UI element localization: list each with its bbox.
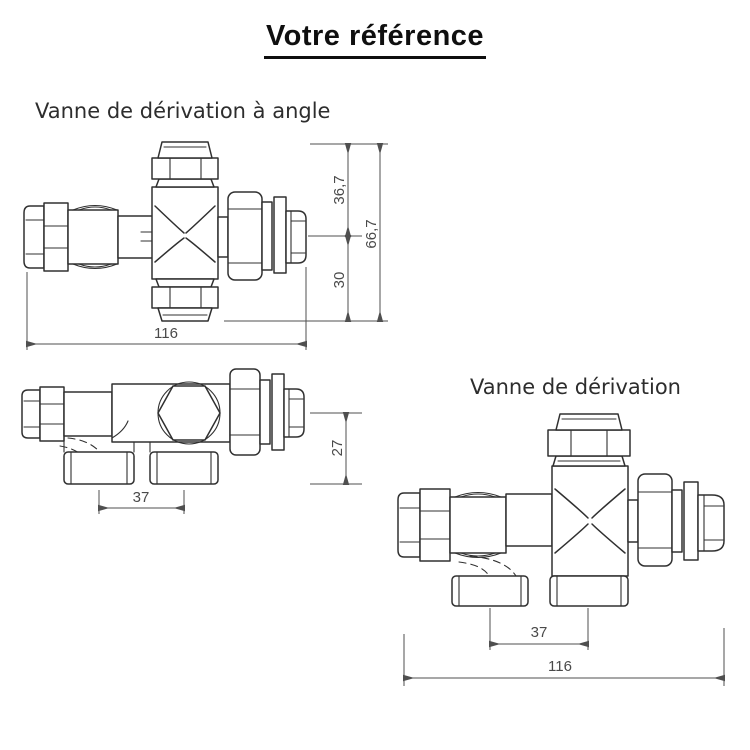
top-port-fitting	[547, 413, 631, 467]
left-compression-fitting	[397, 488, 553, 562]
right-union-fitting	[229, 368, 305, 456]
dim-total-width: 116	[548, 658, 572, 675]
label-angle-valve: Vanne de dérivation à angle	[35, 99, 331, 123]
dim-total-width: 116	[154, 325, 178, 342]
dimension-port-spacing-group: 37	[98, 489, 185, 514]
dim-center-to-port-bottom: 27	[329, 440, 346, 457]
left-compression-fitting	[23, 202, 155, 272]
top-port-fitting	[151, 141, 219, 188]
dimension-port-spacing-group: 37	[489, 608, 589, 650]
angle-valve-front-view-drawing: 36,7 30 66,7 116	[23, 141, 388, 350]
right-union-fitting	[217, 191, 307, 281]
dimension-offset-group: 27	[310, 412, 362, 485]
angle-valve-top-view-drawing: 37 27	[21, 368, 362, 514]
dim-port-spacing: 37	[531, 624, 548, 641]
dim-port-spacing: 37	[133, 489, 150, 506]
page-title: Votre référence	[263, 20, 487, 59]
valve-body	[140, 186, 219, 280]
valve-body	[111, 381, 231, 445]
dim-top-to-center: 36,7	[331, 175, 348, 204]
bottom-outlet-ports	[59, 435, 219, 485]
dim-total-height: 66,7	[363, 219, 380, 248]
bottom-port-fitting	[151, 278, 219, 322]
label-straight-valve: Vanne de dérivation	[470, 375, 681, 399]
dimension-width-group: 116	[403, 628, 725, 686]
valve-body	[551, 465, 629, 577]
dim-center-to-bottom: 30	[331, 272, 348, 289]
straight-valve-front-view-drawing: 37 116	[397, 413, 725, 686]
dimension-width-group: 116	[26, 267, 307, 350]
left-compression-fitting	[21, 386, 113, 442]
right-union-fitting	[627, 473, 725, 567]
page-title-container: Votre référence	[0, 20, 750, 59]
bottom-outlet-ports	[451, 555, 629, 607]
